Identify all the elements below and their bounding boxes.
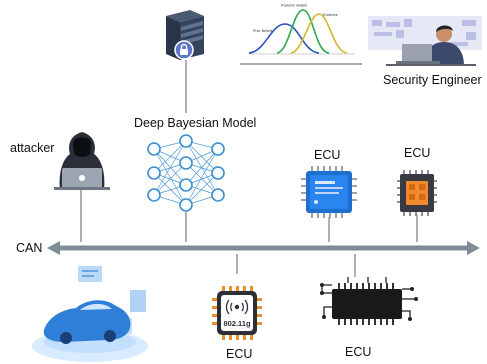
- hacker-icon: [54, 132, 110, 190]
- posterior-curve: [276, 9, 330, 54]
- neural-network-icon: [147, 134, 225, 212]
- prior-curve: [248, 23, 320, 54]
- attacker-label: attacker: [10, 141, 55, 155]
- ecu-top-2-label: ECU: [404, 146, 431, 160]
- server-lock-icon: [166, 10, 204, 60]
- engineer-icon: [368, 16, 482, 66]
- ecu-bottom-2-label: ECU: [345, 345, 372, 359]
- curve-label-prior: Prior Beliefs: [253, 29, 273, 33]
- ecu-top-1-label: ECU: [314, 148, 341, 162]
- wifi-chip-text: 802.11g: [223, 319, 251, 328]
- evidence-curve: [290, 13, 348, 54]
- curve-label-posterior: Posterior Beliefs: [281, 4, 307, 8]
- model-label: Deep Bayesian Model: [134, 116, 257, 130]
- wifi-chip-icon: 802.11g: [212, 286, 262, 340]
- ecu-bottom-1-label: ECU: [226, 347, 253, 361]
- can-label: CAN: [16, 241, 43, 255]
- ecu-chip-icon: [397, 170, 437, 216]
- ecu-chip-icon: [320, 277, 418, 325]
- curve-label-evidence: Evidence: [323, 13, 338, 17]
- bayesian-distribution-plot: Prior Beliefs Posterior Beliefs Evidence: [248, 4, 355, 55]
- ecu-chip-icon: [301, 166, 357, 218]
- can-bus: [47, 241, 480, 255]
- engineer-label: Security Engineer: [383, 73, 482, 87]
- car-icon: [32, 266, 148, 362]
